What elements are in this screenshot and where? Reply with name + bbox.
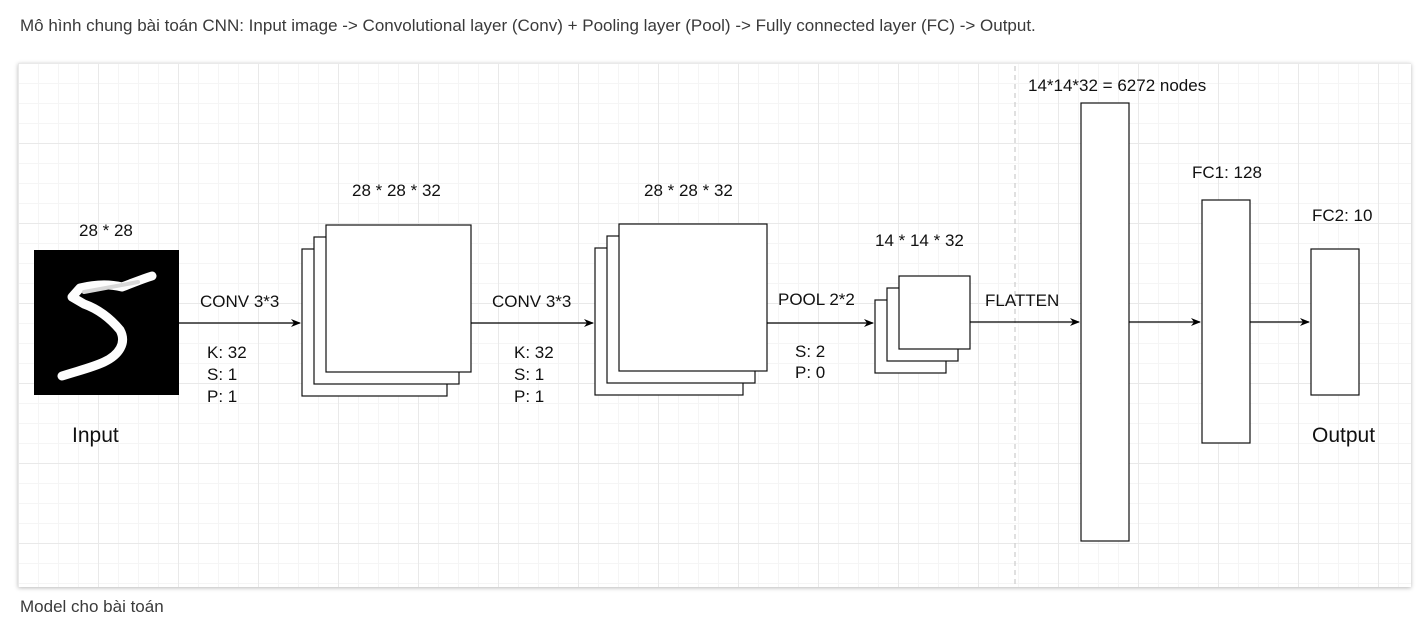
flatten-nodes-label: 14*14*32 = 6272 nodes: [1028, 76, 1206, 95]
input-digit-image: [34, 250, 179, 395]
conv1-k-param: K: 32: [207, 343, 247, 362]
flatten-op-label: FLATTEN: [985, 291, 1059, 310]
conv1-feature-maps: [302, 225, 471, 396]
fc1-layer: [1202, 200, 1250, 443]
conv2-k-param: K: 32: [514, 343, 554, 362]
pool-p-param: P: 0: [795, 363, 825, 382]
conv1-output-size-label: 28 * 28 * 32: [352, 181, 441, 200]
pool-s-param: S: 2: [795, 342, 825, 361]
output-label: Output: [1312, 424, 1375, 447]
fc1-label: FC1: 128: [1192, 163, 1262, 182]
conv2-s-param: S: 1: [514, 365, 544, 384]
input-label: Input: [72, 424, 119, 447]
pool-op-label: POOL 2*2: [778, 290, 855, 309]
conv2-p-param: P: 1: [514, 387, 544, 406]
fc2-layer: [1311, 249, 1359, 395]
figure-caption: Model cho bài toán: [20, 597, 164, 617]
flatten-layer: [1081, 103, 1129, 541]
conv2-op-label: CONV 3*3: [492, 292, 571, 311]
pool-feature-maps: [875, 276, 970, 373]
pool-output-size-label: 14 * 14 * 32: [875, 231, 964, 250]
input-size-label: 28 * 28: [79, 221, 133, 240]
conv1-op-label: CONV 3*3: [200, 292, 279, 311]
conv2-output-size-label: 28 * 28 * 32: [644, 181, 733, 200]
conv2-feature-maps: [595, 224, 767, 395]
fc2-label: FC2: 10: [1312, 206, 1372, 225]
conv1-s-param: S: 1: [207, 365, 237, 384]
conv1-p-param: P: 1: [207, 387, 237, 406]
